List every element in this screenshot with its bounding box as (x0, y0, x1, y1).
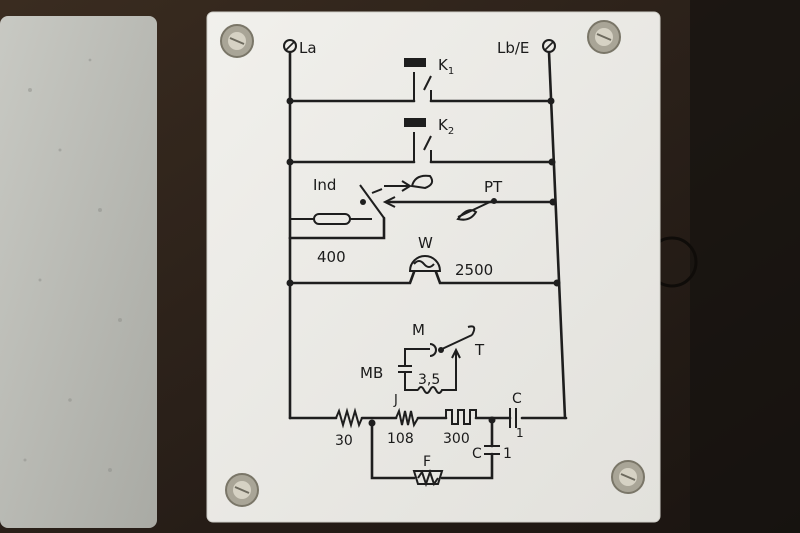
pt-node (491, 198, 497, 204)
capacitor-top-value: 1 (516, 426, 524, 440)
fuse-label: F (423, 454, 431, 470)
indicator-label: Ind (313, 176, 336, 194)
panel-speckles (23, 58, 122, 472)
junction-dots (286, 97, 561, 287)
screw-top-right (587, 20, 621, 54)
resistor-108-value: 108 (387, 431, 414, 447)
heater-branch-wire (288, 236, 559, 420)
motor-resistor-value: 3,5 (418, 372, 440, 388)
pressure-switch-label: PT (484, 178, 503, 196)
heater-element-icon (408, 255, 442, 272)
resistor-300-icon (445, 409, 477, 425)
screw-bottom-left (225, 473, 259, 507)
terminal-la-label: La (299, 39, 317, 57)
resistor-108-icon (395, 407, 419, 428)
capacitor-bottom-label: C (472, 446, 482, 462)
relay-k1-label: K1 (438, 56, 454, 77)
motor-icon (418, 343, 437, 357)
indicator-switch-icon (359, 184, 385, 219)
right-rail (547, 50, 567, 420)
thermostat-node (438, 347, 444, 353)
enclosure-right-shadow (690, 0, 800, 533)
heater-value: 2500 (455, 261, 493, 279)
resistor-300-value: 300 (443, 431, 470, 447)
relay-k2-label: K2 (438, 116, 454, 137)
left-metal-panel (0, 16, 157, 528)
relay-k1-coil-icon (404, 58, 426, 67)
fuse-loop-wire (370, 418, 494, 480)
capacitor-top-icon (509, 408, 517, 428)
capacitor-bottom-icon (484, 445, 500, 455)
screw-bottom-right (611, 460, 645, 494)
motor-label: M (412, 321, 425, 339)
relay-k1-contact-icon (413, 72, 432, 101)
indicator-resistor-value: 400 (317, 248, 346, 266)
pt-arrow-icon (382, 196, 396, 208)
heater-label: W (418, 234, 433, 252)
relay-k2-contact-icon (413, 132, 432, 162)
resistor-30-icon (335, 407, 363, 429)
indicator-actuator-icon (384, 174, 434, 192)
thermostat-label: T (474, 341, 485, 359)
thermostat-switch-icon (441, 325, 476, 350)
resistor-j-label: J (393, 393, 398, 408)
screw-top-left (220, 24, 254, 58)
motor-capacitor-icon (398, 347, 461, 394)
pt-branch-wire (288, 200, 555, 240)
resistor-30-value: 30 (335, 433, 353, 449)
pressure-switch-icon (456, 200, 493, 221)
capacitor-top-label: C (512, 391, 522, 407)
fuse-icon (412, 468, 444, 488)
relay-k2-coil-icon (404, 118, 426, 127)
terminal-lbe-label: Lb/E (497, 39, 529, 57)
indicator-bypass-wire (289, 190, 314, 220)
motor-capacitor-label: MB (360, 364, 383, 382)
wiring-plate (206, 11, 661, 523)
capacitor-bottom-value: 1 (503, 446, 512, 462)
